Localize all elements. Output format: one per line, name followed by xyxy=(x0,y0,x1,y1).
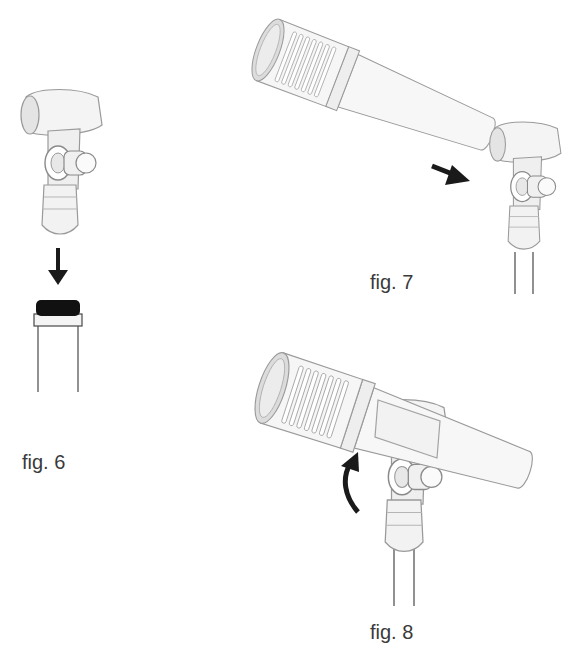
figure-label: fig. 7 xyxy=(370,270,413,294)
figure-label: fig. 6 xyxy=(22,450,65,474)
insert-arrow xyxy=(432,165,470,185)
mic-clip xyxy=(21,90,102,235)
mic-clip xyxy=(490,122,561,249)
mic-clip xyxy=(363,400,448,552)
microphone xyxy=(248,349,541,507)
figure-label: fig. 8 xyxy=(370,620,413,644)
microphone xyxy=(245,15,504,167)
stand-tube xyxy=(394,548,414,606)
down-arrow xyxy=(48,248,68,285)
stand-tube xyxy=(34,300,82,392)
rotate-arrow xyxy=(341,452,359,512)
clip-band xyxy=(375,400,440,458)
stand-tube xyxy=(515,252,533,294)
